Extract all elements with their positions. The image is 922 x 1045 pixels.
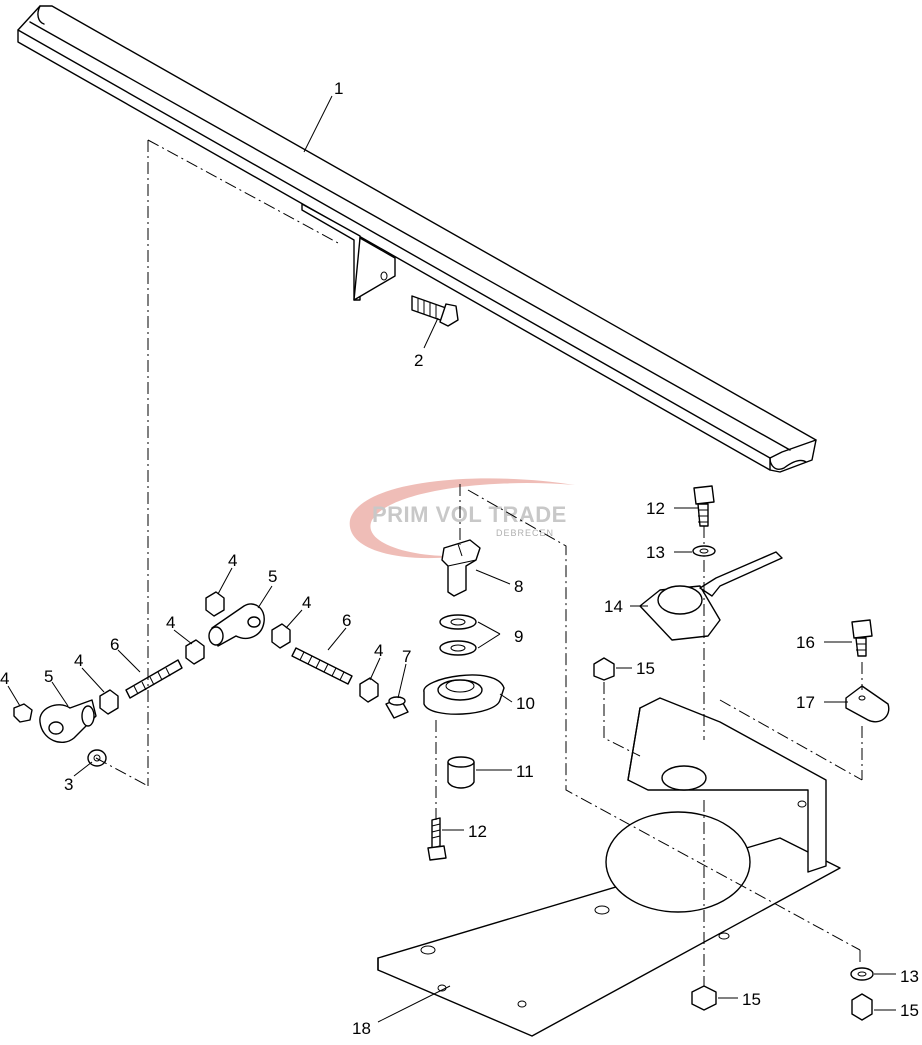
watermark-logo: PRIM VOL TRADE DEBRECEN <box>349 478 575 559</box>
callout-14: 14 <box>604 597 623 616</box>
base-plate <box>377 697 841 1037</box>
callout-4-f: 4 <box>374 641 383 660</box>
callout-7: 7 <box>402 647 411 666</box>
watermark-city: DEBRECEN <box>496 528 554 538</box>
callout-15-a: 15 <box>636 659 655 678</box>
callout-1: 1 <box>334 79 343 98</box>
callout-11: 11 <box>516 762 534 781</box>
callout-16: 16 <box>796 633 815 652</box>
callout-4-b: 4 <box>74 651 83 670</box>
center-lines <box>95 139 863 986</box>
bolt-2 <box>411 295 459 327</box>
callouts: 1 2 3 4 4 4 4 4 4 5 5 6 6 7 8 9 10 11 12… <box>0 79 919 1038</box>
callout-12-b: 12 <box>646 499 665 518</box>
pivot-stack <box>423 539 505 861</box>
callout-4-a: 4 <box>0 669 9 688</box>
linkage-assembly <box>13 591 409 767</box>
callout-4-c: 4 <box>166 613 175 632</box>
callout-5-b: 5 <box>268 567 277 586</box>
callout-6-b: 6 <box>342 611 351 630</box>
right-components <box>593 485 890 1021</box>
callout-6-a: 6 <box>110 635 119 654</box>
leader-lines <box>7 95 896 1023</box>
callout-17: 17 <box>796 693 815 712</box>
callout-2: 2 <box>414 351 423 370</box>
callout-18: 18 <box>352 1019 371 1038</box>
watermark-name: PRIM VOL TRADE <box>372 502 567 527</box>
callout-3: 3 <box>64 775 73 794</box>
callout-8: 8 <box>514 577 523 596</box>
callout-12-a: 12 <box>468 822 487 841</box>
callout-9: 9 <box>514 627 523 646</box>
callout-15-b: 15 <box>742 990 761 1009</box>
callout-4-e: 4 <box>302 593 311 612</box>
channel-rail <box>17 5 817 473</box>
callout-10: 10 <box>516 694 535 713</box>
callout-5-a: 5 <box>44 667 53 686</box>
callout-4-d: 4 <box>228 551 237 570</box>
callout-13-a: 13 <box>646 543 665 562</box>
callout-13-b: 13 <box>900 967 919 986</box>
callout-15-c: 15 <box>900 1001 919 1020</box>
